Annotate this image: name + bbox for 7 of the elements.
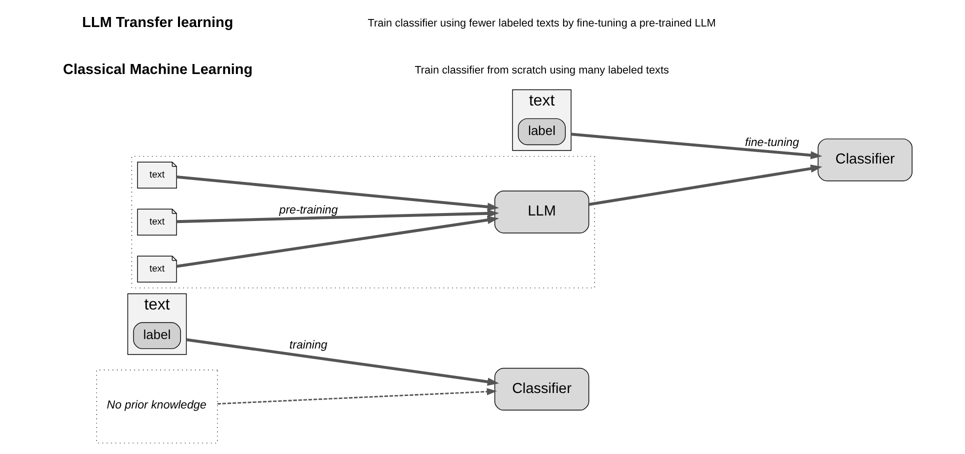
edge-label: training bbox=[289, 340, 328, 352]
label: Train classifier using fewer labeled texts by fine-tuning a pre-trained LLM bbox=[368, 17, 716, 30]
label: Classical Machine Learning bbox=[63, 62, 253, 78]
edge-label: pre-training bbox=[279, 204, 338, 216]
edge-label: fine-tuning bbox=[745, 137, 800, 150]
label: LLM Transfer learning bbox=[82, 14, 234, 31]
label: Train classifier from scratch using many labeled texts bbox=[414, 64, 669, 76]
